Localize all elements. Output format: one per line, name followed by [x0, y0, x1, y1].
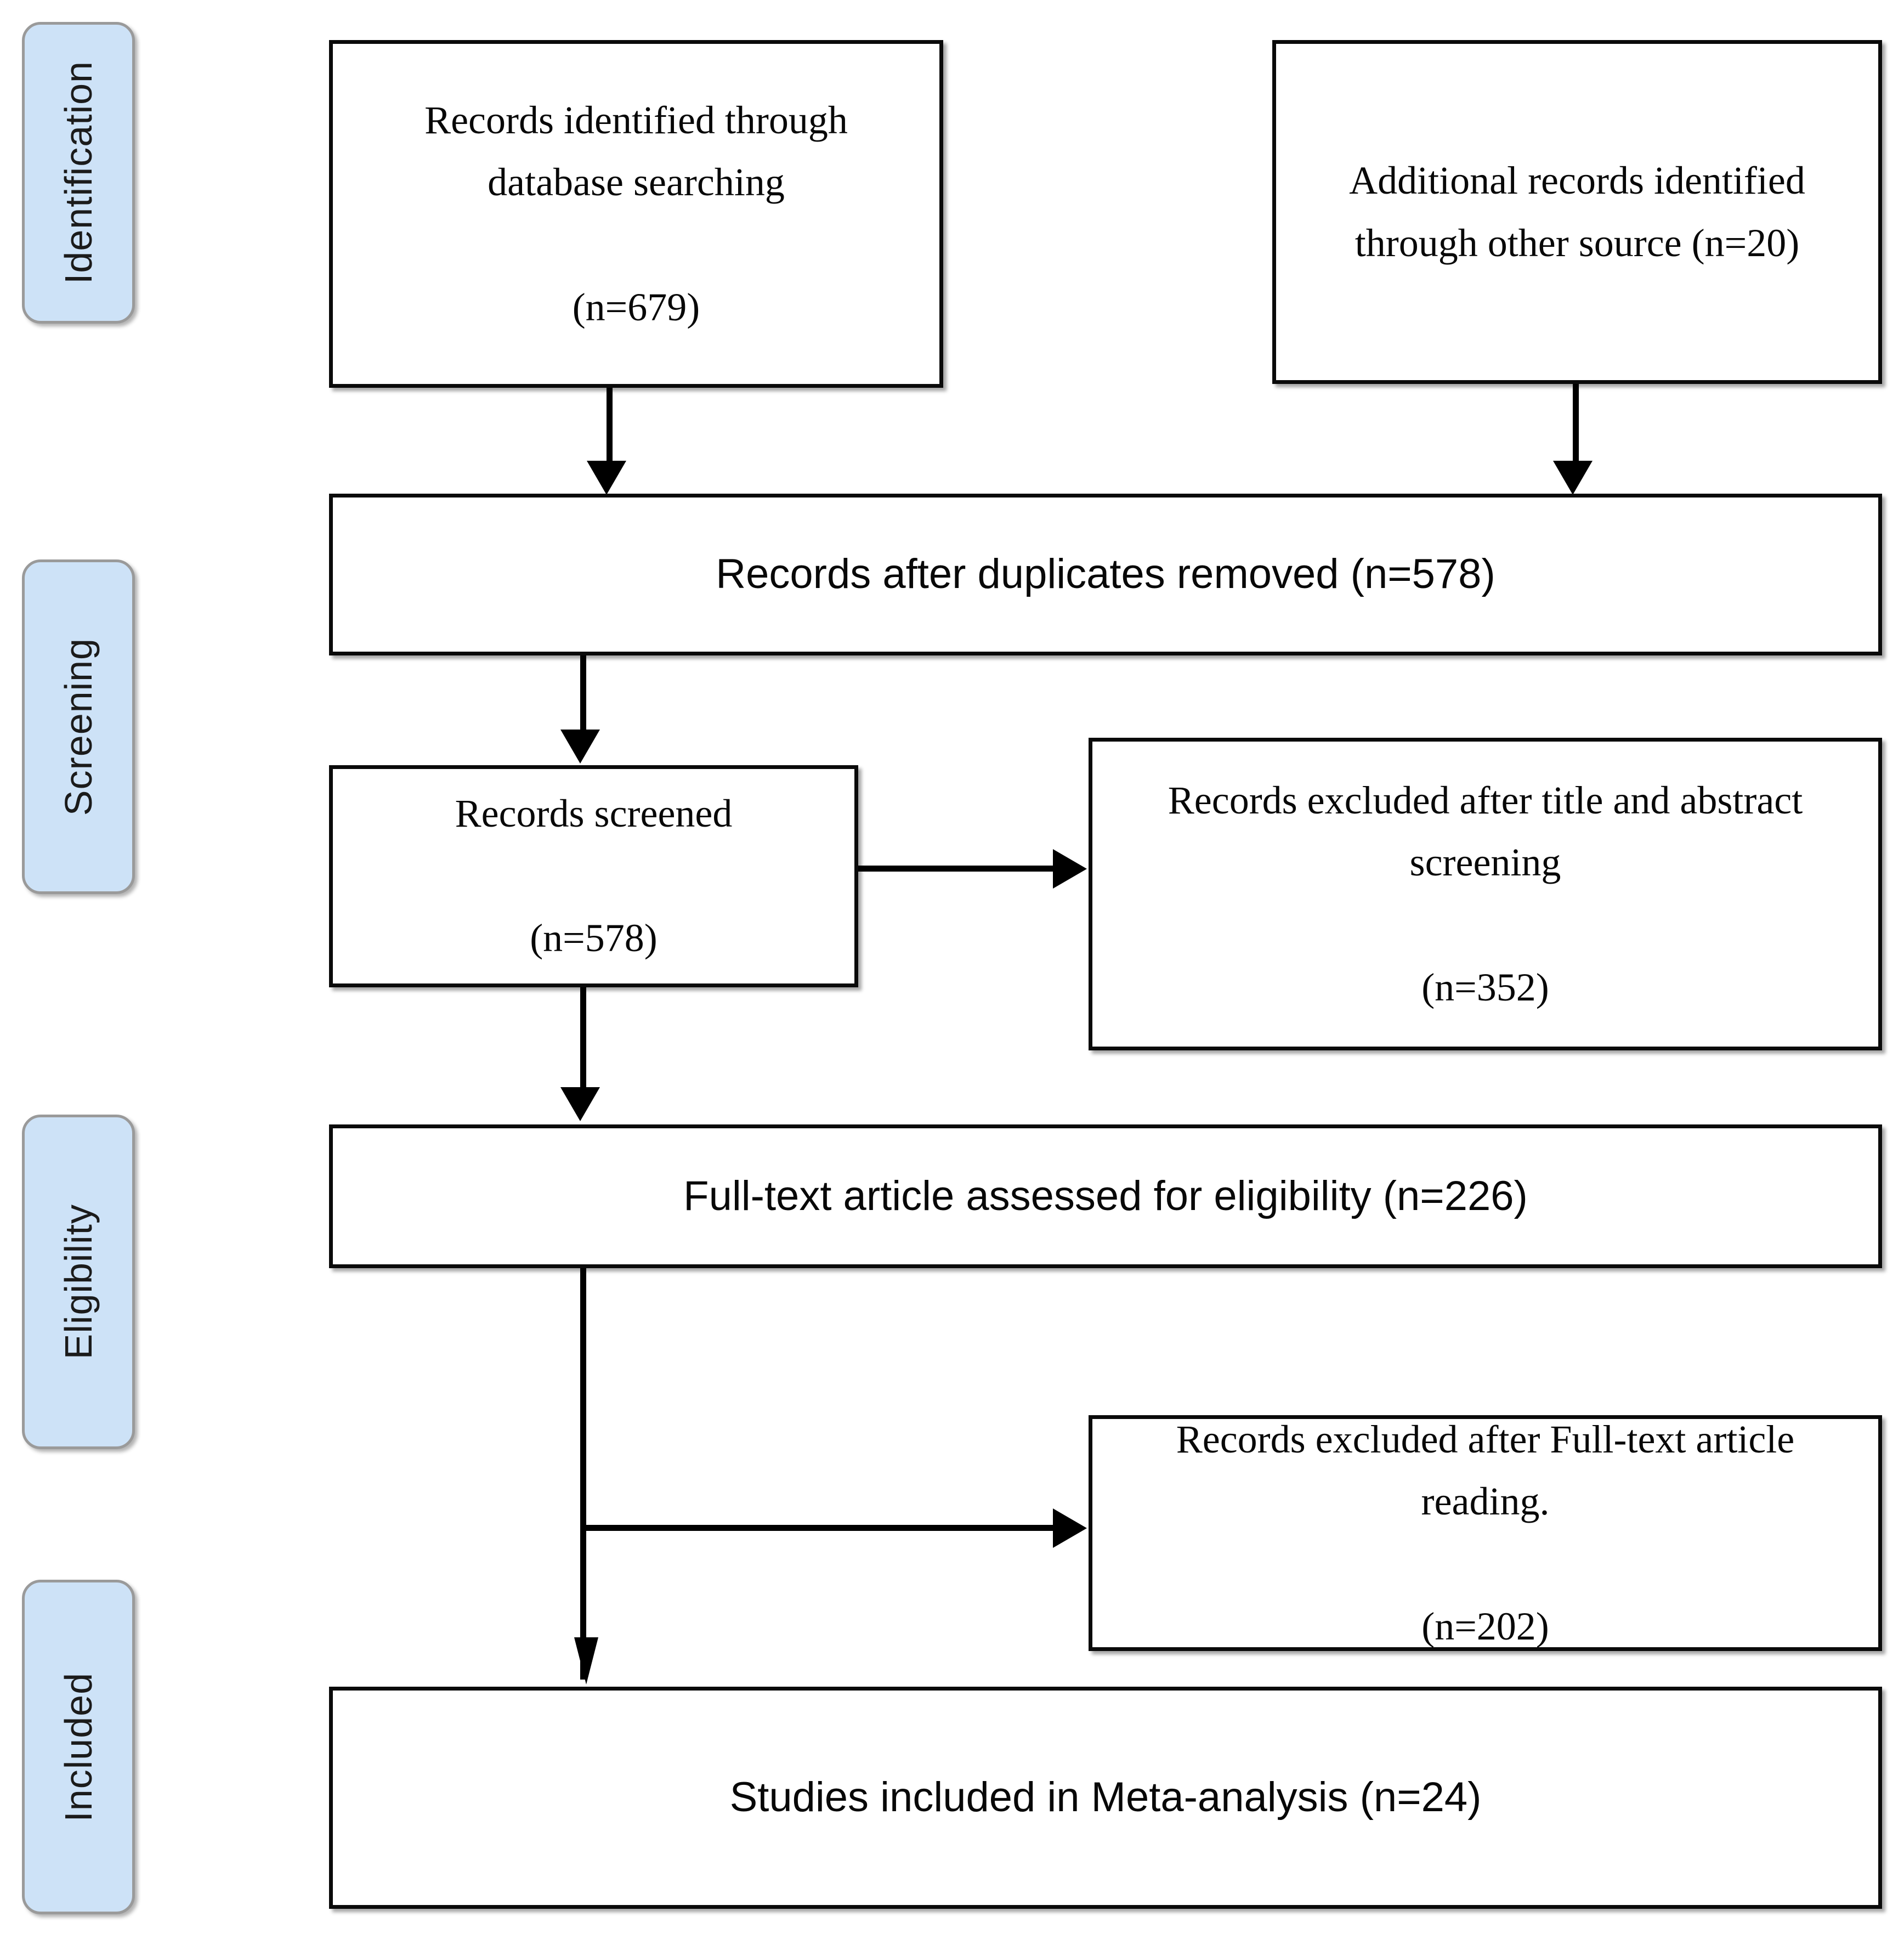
stage-label-eligibility-text: Eligibility [57, 1204, 100, 1360]
box-records-identified: Records identified through database sear… [329, 40, 943, 388]
connector-screened-to-excluded [858, 866, 1056, 872]
stage-label-identification-text: Identification [57, 61, 100, 285]
arrowhead-identified-to-duplicates [587, 461, 626, 495]
box-fulltext-assessed: Full-text article assessed for eligibili… [329, 1124, 1882, 1268]
connector-duplicates-to-screened [580, 655, 586, 733]
stage-label-included-text: Included [57, 1672, 100, 1822]
arrowhead-fulltext-to-included [574, 1637, 598, 1684]
box-after-duplicates: Records after duplicates removed (n=578) [329, 494, 1882, 655]
stage-label-eligibility: Eligibility [22, 1115, 135, 1449]
stage-label-included: Included [22, 1580, 135, 1914]
box-additional-records: Additional records identified through ot… [1272, 40, 1882, 384]
box-records-screened-text: Records screened (n=578) [455, 791, 733, 960]
stage-label-screening: Screening [22, 559, 135, 894]
box-after-duplicates-text: Records after duplicates removed (n=578) [716, 551, 1495, 598]
arrowhead-screened-to-excluded [1053, 849, 1087, 889]
box-excluded-title-abstract: Records excluded after title and abstrac… [1089, 738, 1882, 1050]
box-excluded-fulltext: Records excluded after Full-text article… [1089, 1415, 1882, 1651]
stage-label-identification: Identification [22, 22, 135, 324]
connector-fulltext-to-excluded [580, 1525, 1057, 1531]
box-records-screened: Records screened (n=578) [329, 765, 858, 987]
box-fulltext-assessed-text: Full-text article assessed for eligibili… [683, 1172, 1528, 1219]
arrowhead-screened-to-fulltext [560, 1087, 600, 1121]
box-excluded-fulltext-text: Records excluded after Full-text article… [1176, 1417, 1795, 1648]
box-excluded-title-abstract-text: Records excluded after title and abstrac… [1168, 778, 1803, 1009]
stage-label-screening-text: Screening [57, 637, 100, 816]
box-additional-records-text: Additional records identified through ot… [1349, 158, 1805, 265]
box-studies-included-text: Studies included in Meta-analysis (n=24) [729, 1774, 1482, 1821]
connector-fulltext-trunk [580, 1268, 586, 1680]
box-records-identified-text: Records identified through database sear… [424, 98, 848, 329]
arrowhead-fulltext-to-excluded [1053, 1508, 1087, 1548]
box-studies-included: Studies included in Meta-analysis (n=24) [329, 1687, 1882, 1909]
connector-additional-to-duplicates [1573, 384, 1579, 464]
connector-screened-to-fulltext [580, 987, 586, 1090]
arrowhead-duplicates-to-screened [560, 730, 600, 764]
arrowhead-additional-to-duplicates [1553, 461, 1593, 495]
connector-identified-to-duplicates [607, 388, 613, 465]
